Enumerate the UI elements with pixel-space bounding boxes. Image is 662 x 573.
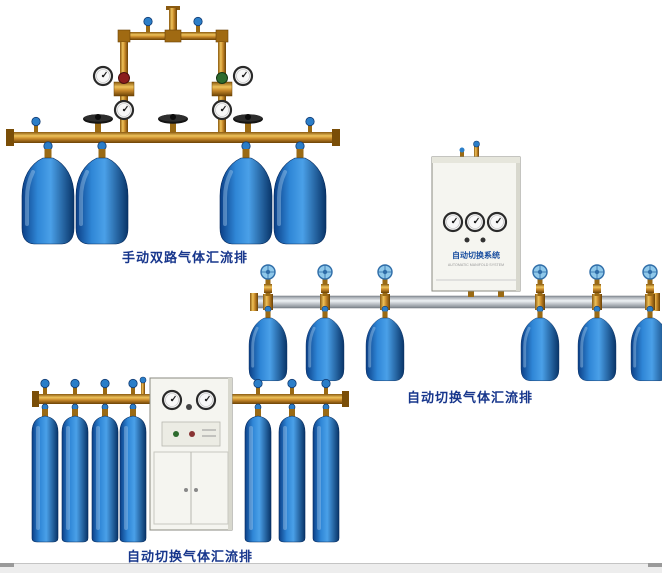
cylinder-valve (260, 264, 276, 296)
gas-cylinder (278, 403, 306, 543)
gas-cylinder-group (247, 304, 662, 383)
indicator-dot (464, 237, 470, 243)
pressure-regulator-left (92, 65, 135, 132)
pressure-gauge (113, 99, 135, 121)
valve-handwheel (158, 114, 188, 132)
cylinder-valve-icon (40, 378, 50, 395)
gas-cylinder (364, 304, 406, 383)
header-end-valve-icon (31, 116, 41, 133)
gas-cylinder (576, 304, 618, 383)
cylinder-valve (532, 264, 548, 296)
gas-cylinder (312, 403, 340, 543)
cylinder-valve (317, 264, 333, 296)
bottom-border-end-right (648, 563, 662, 567)
valve-knob-icon (532, 264, 548, 280)
gas-cylinder (91, 403, 119, 543)
cabinet-gauge (464, 211, 486, 233)
gas-cylinder (247, 304, 289, 383)
pressure-gauge (92, 65, 114, 87)
cylinder-valve (377, 264, 393, 296)
valve-knob-icon (260, 264, 276, 280)
valve-knob-icon (642, 264, 658, 280)
inlet-valve-icon (193, 16, 203, 33)
cabinet-gauge (195, 389, 217, 411)
valve-knob-icon (377, 264, 393, 280)
cabinet-gauge (161, 389, 183, 411)
cylinder-valve-icon (321, 378, 331, 395)
inlet-valve-icon (143, 16, 153, 33)
caption-auto-switch-right: 自动切换气体汇流排 (406, 390, 533, 405)
gas-cylinder (20, 139, 76, 246)
pressure-regulator-right (211, 65, 254, 132)
control-cabinet: 自动切换系统 AUTOMATIC MANIFOLD SYSTEM (431, 140, 521, 297)
indicator-dot (189, 431, 195, 437)
valve-handwheel (83, 114, 113, 132)
manual-dual-manifold-illustration (6, 6, 340, 246)
indicator-dot (480, 237, 486, 243)
cylinder-valve-icon (100, 378, 110, 395)
cabinet-gauge (486, 211, 508, 233)
pressure-gauge (232, 65, 254, 87)
indicator-dot (186, 404, 192, 410)
auto-switch-bottom-illustration (31, 376, 349, 543)
caption-auto-switch-bottom: 自动切换气体汇流排 (126, 549, 253, 564)
cabinet-gauge (442, 211, 464, 233)
valve-handwheel (233, 114, 263, 132)
control-cabinet (149, 377, 233, 531)
gas-cylinder (119, 403, 147, 543)
cylinder-valve-icon (70, 378, 80, 395)
gas-cylinder (519, 304, 561, 383)
gas-cylinder (304, 304, 346, 383)
bottom-border (0, 563, 662, 573)
bottom-border-end-left (0, 563, 14, 567)
indicator-dot (173, 431, 179, 437)
header-end-valve-icon (305, 116, 315, 133)
cylinder-valve-icon (128, 378, 138, 395)
valve-knob-icon (589, 264, 605, 280)
cylinder-valve-icon (287, 378, 297, 395)
top-inlet-piping (117, 6, 229, 78)
figure-manual-dual-manifold (6, 6, 340, 248)
cylinder-valve-icon (253, 378, 263, 395)
gas-cylinder (61, 403, 89, 543)
caption-manual-dual-manifold: 手动双路气体汇流排 (121, 250, 248, 265)
cylinder-valve (642, 264, 658, 296)
cylinder-valve (589, 264, 605, 296)
cylinder-valve-group (260, 264, 658, 296)
cabinet-sublabel: AUTOMATIC MANIFOLD SYSTEM (448, 263, 504, 267)
door-handle (194, 488, 198, 492)
manifold-steel-pipe (250, 293, 660, 311)
cabinet-label: 自动切换系统 (452, 250, 500, 260)
gas-cylinder (244, 403, 272, 543)
gas-cylinder (31, 403, 59, 543)
door-handle (184, 488, 188, 492)
gas-cylinder (74, 139, 130, 246)
pressure-gauge (211, 99, 233, 121)
valve-knob-icon (317, 264, 333, 280)
figure-auto-switch-manifold-bottom (26, 376, 360, 546)
figure-auto-switch-manifold-right: 自动切换系统 AUTOMATIC MANIFOLD SYSTEM (246, 140, 662, 383)
gas-cylinder (629, 304, 662, 383)
auto-switch-manifold-illustration: 自动切换系统 AUTOMATIC MANIFOLD SYSTEM (247, 140, 662, 383)
